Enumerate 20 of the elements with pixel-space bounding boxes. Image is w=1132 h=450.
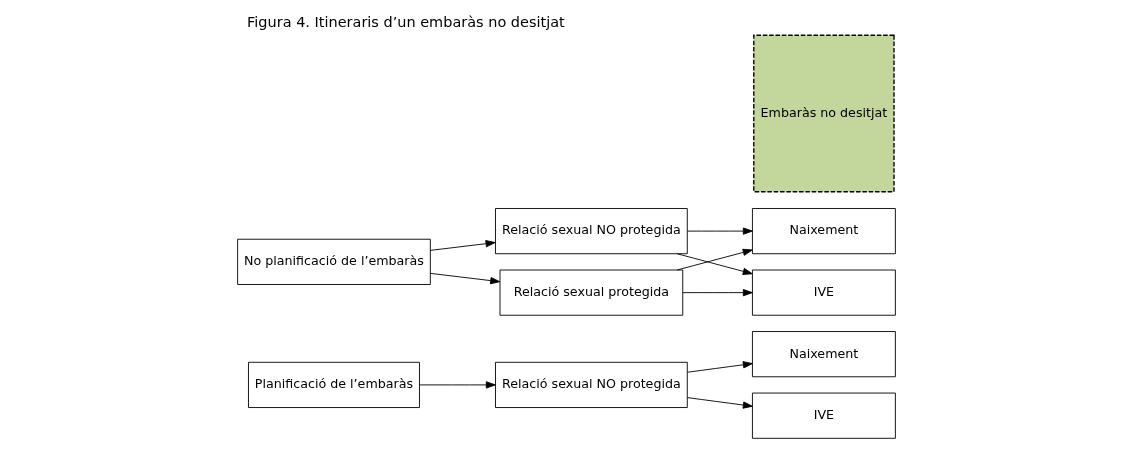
arrow	[429, 240, 495, 251]
node-box: Embaràs no desitjat	[752, 34, 895, 193]
arrow	[681, 289, 753, 297]
node-box: IVE	[751, 269, 896, 316]
arrow	[686, 361, 753, 373]
arrow	[676, 253, 753, 275]
node-box: IVE	[751, 392, 896, 439]
node-box: Relació sexual protegida	[499, 269, 683, 316]
node-box: No planificació de l’embaràs	[236, 238, 431, 285]
arrow	[686, 227, 753, 235]
node-box: Naixement	[751, 208, 896, 255]
node-box: Relació sexual NO protegida	[494, 361, 688, 408]
arrow	[418, 381, 496, 389]
node-box: Planificació de l’embaràs	[247, 361, 420, 408]
arrow	[676, 248, 753, 271]
arrow	[429, 272, 500, 285]
diagram-title: Figura 4. Itineraris d’un embaràs no desitjat	[246, 13, 565, 30]
arrow	[686, 397, 753, 409]
node-box: Relació sexual NO protegida	[494, 208, 688, 255]
node-box: Naixement	[751, 331, 896, 378]
